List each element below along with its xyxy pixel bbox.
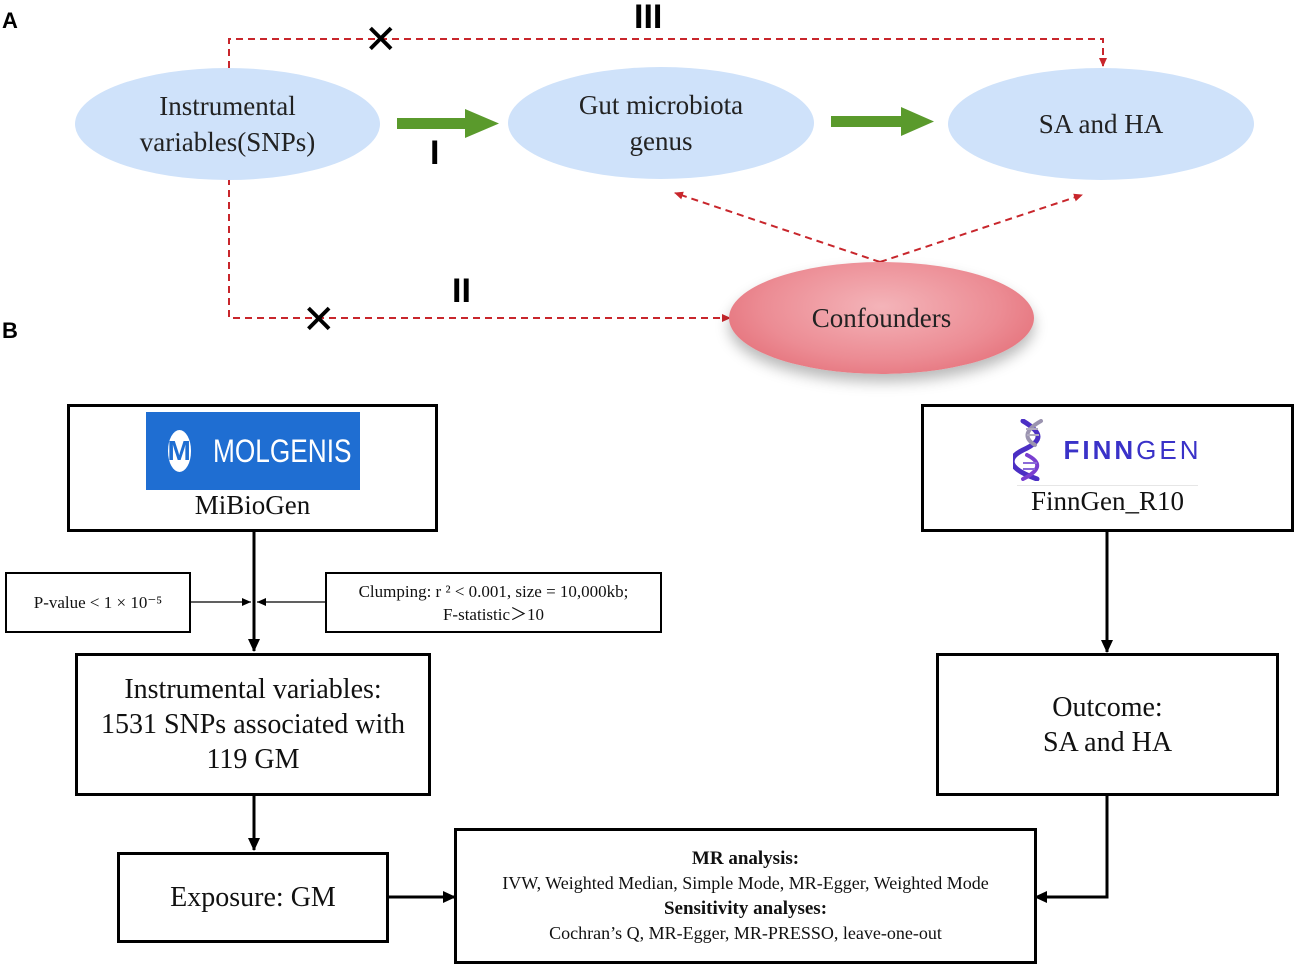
finngen-logo: FINNGEN — [1013, 419, 1201, 481]
panel-label-b: B — [2, 318, 18, 343]
filter-box-pvalue: P-value < 1 × 10⁻⁵ — [5, 572, 191, 633]
outcome-box: Outcome: SA and HA — [936, 653, 1279, 796]
filter-pvalue-text: P-value < 1 × 10⁻⁵ — [33, 592, 163, 612]
violation-cross-iii-icon: ✕ — [364, 17, 398, 63]
confounder-to-outcome-dashed — [879, 193, 1083, 263]
arrow-outcome-to-mr — [1034, 795, 1109, 903]
panel-label-a: A — [2, 8, 18, 33]
assumption-label-ii: II — [452, 272, 471, 310]
mr-analysis-box: MR analysis: IVW, Weighted Median, Simpl… — [454, 828, 1037, 964]
finngen-logo-bold: FINN — [1063, 434, 1137, 465]
assumption-label-iii: III — [634, 0, 663, 36]
iv-summary-line1: Instrumental variables: — [124, 674, 382, 705]
path-iii-dashed — [228, 38, 1107, 68]
exposure-label: Exposure: GM — [170, 881, 336, 913]
source-box-mibiogen: M MOLGENIS MiBioGen — [67, 404, 438, 532]
source-name-finngen: FinnGen_R10 — [1016, 485, 1198, 517]
finngen-logo-text: FINNGEN — [1063, 435, 1201, 466]
mr-analysis-title: MR analysis: — [691, 848, 800, 869]
node-gut-line2: genus — [629, 126, 693, 156]
mr-analysis-methods: IVW, Weighted Median, Simple Mode, MR-Eg… — [502, 873, 989, 893]
node-outcome: SA and HA — [948, 68, 1254, 180]
node-gut-line1: Gut microbiota — [578, 90, 744, 120]
node-instrumental-variables: Instrumental variables(SNPs) — [75, 68, 380, 180]
node-outcome-label: SA and HA — [1038, 109, 1164, 139]
outcome-line1: Outcome: — [1052, 691, 1163, 723]
finngen-logo-light: GEN — [1136, 434, 1202, 465]
molgenis-m-icon: M — [167, 430, 191, 472]
outcome-line2: SA and HA — [1042, 726, 1173, 758]
source-box-finngen: FINNGEN FinnGen_R10 — [921, 404, 1294, 532]
molgenis-logo-text: MOLGENIS — [212, 432, 352, 469]
node-iv-line1: Instrumental — [159, 91, 296, 121]
sensitivity-methods: Cochran’s Q, MR-Egger, MR-PRESSO, leave-… — [549, 923, 942, 943]
node-confounders-label: Confounders — [811, 303, 952, 333]
node-iv-line2: variables(SNPs) — [139, 127, 316, 157]
causal-arrow-iv-to-gut — [397, 109, 499, 138]
violation-cross-ii-icon: ✕ — [302, 297, 336, 343]
iv-summary-box: Instrumental variables: 1531 SNPs associ… — [75, 653, 431, 796]
exposure-box: Exposure: GM — [117, 852, 389, 943]
iv-summary-line3: 119 GM — [206, 744, 300, 775]
path-ii-dashed — [228, 178, 731, 322]
node-confounders: Confounders — [729, 262, 1034, 374]
filter-clump-line2: F-statistic＞10 — [442, 604, 545, 624]
iv-summary-line2: 1531 SNPs associated with — [100, 709, 406, 740]
node-gut-microbiota: Gut microbiota genus — [508, 67, 814, 179]
source-name-mibiogen: MiBioGen — [194, 490, 311, 520]
sensitivity-title: Sensitivity analyses: — [663, 898, 828, 919]
filter-box-clumping: Clumping: r ² < 0.001, size = 10,000kb; … — [325, 572, 662, 633]
filter-clump-line1: Clumping: r ² < 0.001, size = 10,000kb; — [358, 581, 629, 601]
confounder-to-gut-dashed — [674, 191, 881, 263]
assumption-label-i: I — [430, 134, 440, 172]
causal-arrow-gut-to-outcome — [831, 107, 934, 136]
dna-helix-icon — [1013, 419, 1044, 481]
molgenis-logo: M MOLGENIS — [145, 412, 360, 490]
